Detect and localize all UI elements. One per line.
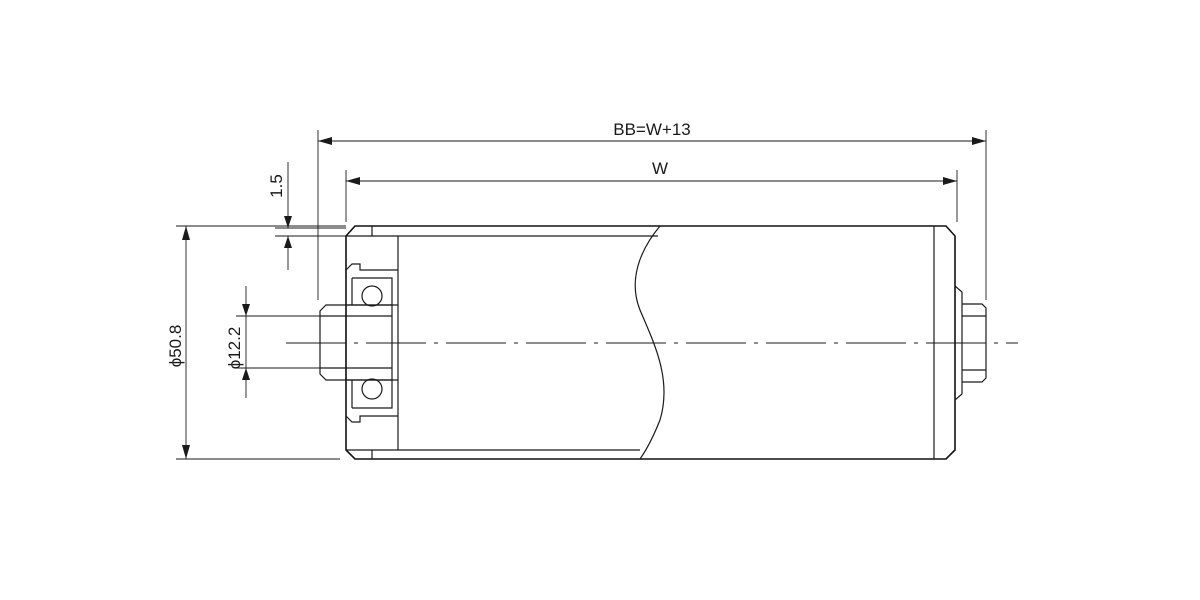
- bearing-ball-bottom: [361, 378, 383, 400]
- overall-length-label: BB=W+13: [613, 120, 691, 139]
- arrow-up-icon: [182, 226, 190, 240]
- arrow-right-icon: [943, 177, 957, 185]
- dimension-tube-length: W: [345, 159, 958, 222]
- dimension-shaft-diameter: ϕ12.2: [225, 286, 320, 398]
- shaft-diameter-label: ϕ12.2: [225, 327, 244, 370]
- arrow-right-icon: [972, 137, 986, 145]
- arrow-up-icon: [284, 236, 292, 248]
- wall-thickness-label: 1.5: [267, 174, 286, 198]
- dimension-overall-length: BB=W+13: [317, 120, 987, 300]
- dimension-wall-thickness: 1.5: [267, 162, 346, 270]
- arrow-left-icon: [346, 177, 360, 185]
- bearing-race-top: [352, 277, 393, 305]
- arrow-left-icon: [318, 137, 332, 145]
- bearing-race-bottom: [352, 380, 393, 409]
- arrow-down-icon: [284, 216, 292, 228]
- tube-diameter-label: ϕ50.8: [166, 325, 185, 368]
- shaft-sleeve-left: [319, 304, 393, 381]
- bearing-housing-bottom: [345, 415, 398, 423]
- break-line: [634, 225, 665, 460]
- arrow-down-icon: [182, 445, 190, 459]
- end-cap-top-step: [346, 226, 373, 237]
- arrow-down-icon: [242, 304, 250, 316]
- bearing-ball-top: [361, 285, 383, 307]
- tube-length-label: W: [652, 159, 668, 178]
- arrow-up-icon: [242, 368, 250, 380]
- dimension-tube-diameter: ϕ50.8: [166, 225, 346, 460]
- bearing-housing-top: [345, 263, 398, 271]
- end-cap-bottom-step: [346, 449, 373, 459]
